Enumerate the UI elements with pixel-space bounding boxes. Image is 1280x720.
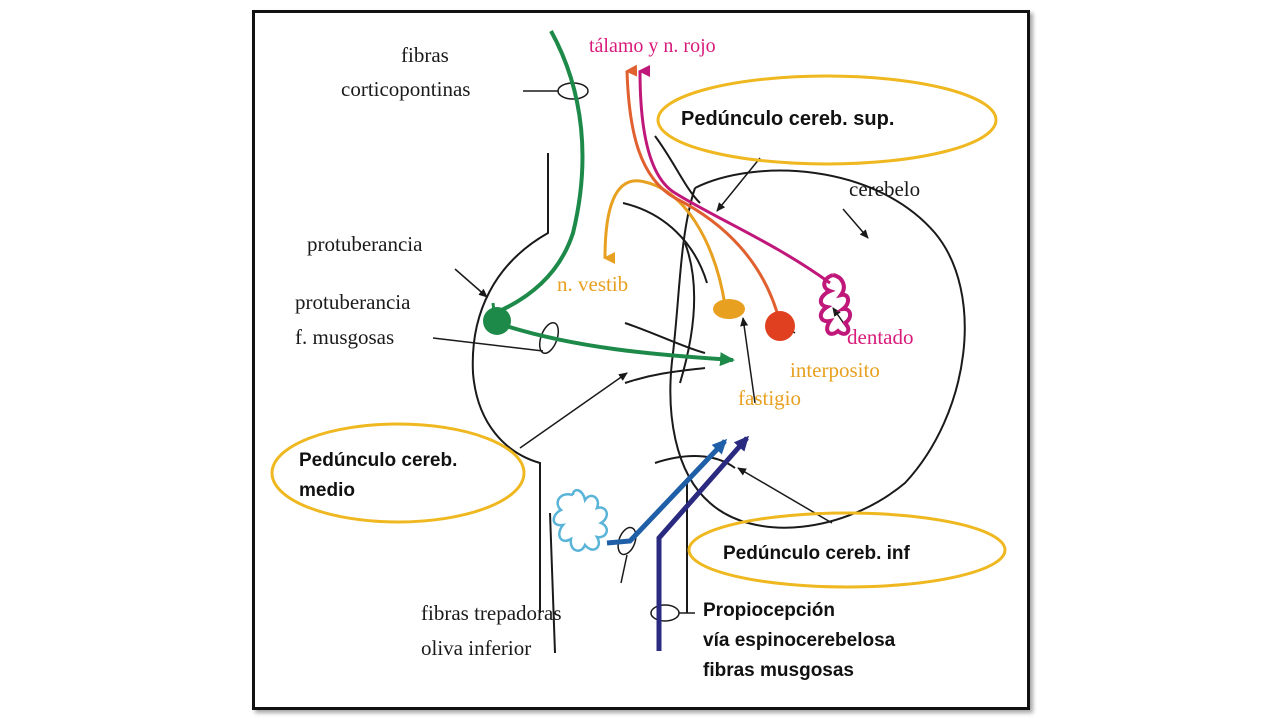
peduncle-lines bbox=[622, 135, 736, 469]
label-n-vestib: n. vestib bbox=[557, 272, 628, 296]
label-corticopontinas: corticopontinas bbox=[341, 77, 470, 101]
label-fibras-trepadoras: fibras trepadoras bbox=[421, 601, 562, 625]
vestibular-output bbox=[603, 179, 727, 306]
inferior-olive bbox=[552, 488, 609, 552]
highlight-ped-inf bbox=[687, 511, 1007, 589]
label-fibras: fibras bbox=[401, 43, 449, 67]
label-ped-inf: Pedúnculo cereb. inf bbox=[723, 543, 911, 564]
cerebellum-diagram: fibras corticopontinas tálamo y n. rojo … bbox=[270, 30, 1007, 681]
mossy-fiber-arrow bbox=[502, 323, 735, 367]
interpositus-output bbox=[625, 64, 782, 324]
climbing-fiber-arrow bbox=[606, 438, 728, 546]
interpositus-nucleus bbox=[765, 311, 795, 341]
label-dentado: dentado bbox=[847, 325, 913, 349]
dentate-nucleus bbox=[818, 273, 852, 336]
label-fibras-musgosas: fibras musgosas bbox=[703, 660, 854, 681]
label-ped-sup: Pedúnculo cereb. sup. bbox=[681, 108, 894, 130]
fastigial-nucleus bbox=[713, 299, 745, 319]
highlight-ped-sup bbox=[656, 74, 998, 166]
label-protuberancia-2: protuberancia bbox=[295, 290, 411, 314]
label-via-espino: vía espinocerebelosa bbox=[703, 630, 896, 651]
dentate-output bbox=[638, 64, 831, 285]
label-oliva-inferior: oliva inferior bbox=[421, 636, 531, 660]
brainstem-outline bbox=[471, 153, 696, 654]
diagram-frame: fibras corticopontinas tálamo y n. rojo … bbox=[252, 10, 1030, 710]
label-f-musgosas: f. musgosas bbox=[295, 325, 394, 349]
label-ped-medio-1: Pedúnculo cereb. bbox=[299, 450, 457, 471]
leader-lines bbox=[432, 82, 869, 622]
corticopontine-fiber bbox=[494, 30, 585, 315]
pontine-nucleus bbox=[483, 307, 511, 335]
label-fastigio: fastigio bbox=[738, 386, 801, 410]
label-talamo: tálamo y n. rojo bbox=[589, 35, 716, 57]
label-propiocepcion: Propiocepción bbox=[703, 600, 835, 621]
label-cerebelo: cerebelo bbox=[849, 177, 920, 201]
label-ped-medio-2: medio bbox=[299, 480, 355, 501]
label-protuberancia-1: protuberancia bbox=[307, 232, 423, 256]
spinocerebellar-arrow bbox=[656, 435, 749, 651]
highlight-ped-medio bbox=[270, 422, 526, 524]
label-interposito: interposito bbox=[790, 358, 880, 382]
